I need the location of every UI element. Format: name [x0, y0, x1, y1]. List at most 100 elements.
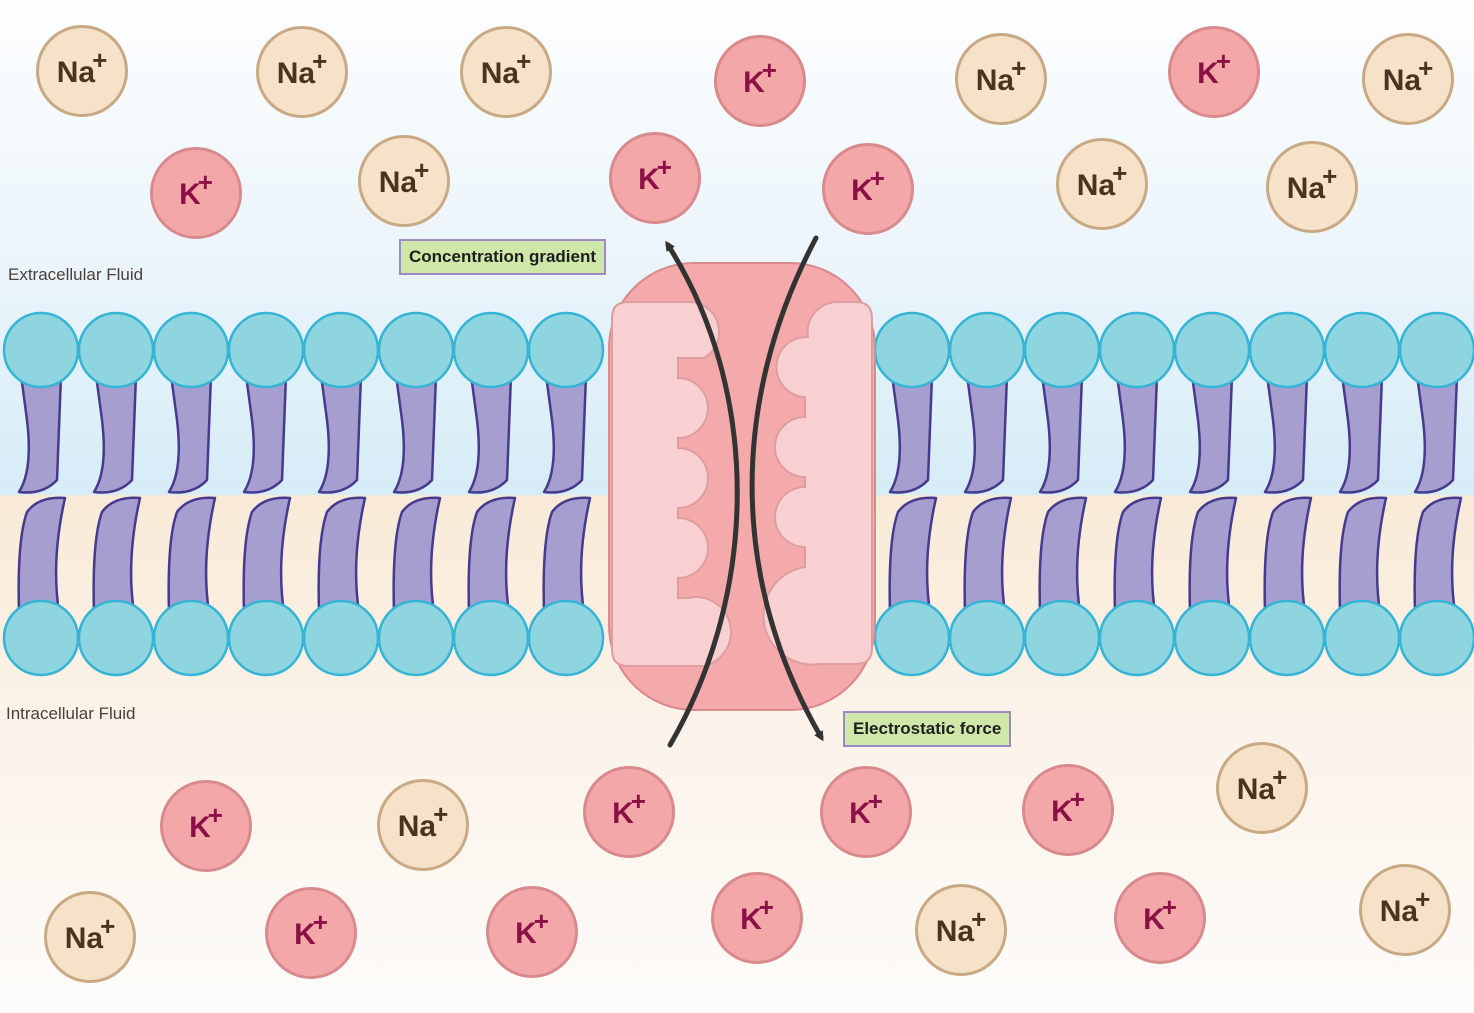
extracellular-fluid-label: Extracellular Fluid [8, 265, 144, 284]
ion-charge: + [312, 46, 328, 76]
ion-symbol: Na+ [39, 45, 125, 90]
lipid-tail-lower [963, 496, 1013, 614]
lipid-head-inner [377, 599, 455, 677]
ion-symbol: Na+ [918, 904, 1004, 949]
ion-symbol: Na+ [259, 46, 345, 91]
ion-symbol: K+ [1025, 784, 1111, 829]
ion-symbol: Na+ [463, 46, 549, 91]
lipid-tail-lower [317, 496, 367, 614]
lipid-tail-upper [1113, 373, 1159, 494]
lipid-head-inner [1323, 599, 1401, 677]
lipid-tail-upper [1263, 373, 1309, 494]
ion-element: Na [378, 166, 418, 199]
ion-charge: + [197, 167, 213, 197]
lipid-head-inner [527, 599, 605, 677]
ion-symbol: Na+ [1365, 53, 1451, 98]
ion-element: Na [1286, 172, 1326, 205]
lipid-tail-upper [242, 373, 288, 494]
ion-element: Na [397, 810, 437, 843]
ion-element: K [189, 811, 211, 844]
potassium-ion: K+ [1114, 872, 1206, 964]
ion-element: K [1143, 903, 1165, 936]
ion-element: K [1197, 57, 1219, 90]
lipid-head-inner [1173, 599, 1251, 677]
ion-element: K [179, 178, 201, 211]
ion-charge: + [414, 155, 430, 185]
ion-symbol: K+ [586, 786, 672, 831]
arrow-down-curved-icon [749, 235, 824, 742]
sodium-ion: Na+ [460, 26, 552, 118]
potassium-ion: K+ [711, 872, 803, 964]
ion-element: K [740, 903, 762, 936]
ion-element: Na [935, 915, 975, 948]
intracellular-fluid-label: Intracellular Fluid [6, 704, 136, 723]
potassium-channel-protein [608, 262, 876, 711]
ion-element: K [638, 163, 660, 196]
lipid-tail-upper [1038, 373, 1084, 494]
potassium-ion: K+ [583, 766, 675, 858]
lipid-head-outer [377, 311, 455, 389]
ion-symbol: Na+ [958, 53, 1044, 98]
ion-charge: + [869, 163, 885, 193]
lipid-head-inner [2, 599, 80, 677]
lipid-head-inner [452, 599, 530, 677]
sodium-ion: Na+ [955, 33, 1047, 125]
lipid-tail-upper [1413, 373, 1459, 494]
phospholipid-bilayer [2, 311, 1474, 677]
ion-element: K [849, 797, 871, 830]
lipid-tail-lower [888, 496, 938, 614]
ion-element: K [294, 918, 316, 951]
lipid-tail-lower [1113, 496, 1163, 614]
ion-symbol: K+ [1171, 46, 1257, 91]
ion-symbol: Na+ [1269, 161, 1355, 206]
ion-charge: + [656, 152, 672, 182]
lipid-head-outer [873, 311, 951, 389]
lipid-head-outer [1323, 311, 1401, 389]
ion-charge: + [1161, 892, 1177, 922]
lipid-head-inner [1098, 599, 1176, 677]
lipid-head-outer [1023, 311, 1101, 389]
ion-symbol: K+ [268, 907, 354, 952]
ion-charge: + [533, 906, 549, 936]
lipid-head-outer [1398, 311, 1474, 389]
channel-right-subunit [762, 301, 873, 666]
lipid-head-outer [1173, 311, 1251, 389]
sodium-ion: Na+ [377, 779, 469, 871]
ion-symbol: K+ [717, 55, 803, 100]
ion-symbol: K+ [825, 163, 911, 208]
ion-charge: + [516, 46, 532, 76]
lipid-tail-upper [167, 373, 213, 494]
ion-symbol: K+ [1117, 892, 1203, 937]
ion-symbol: K+ [612, 152, 698, 197]
sodium-ion: Na+ [915, 884, 1007, 976]
ion-element: Na [276, 57, 316, 90]
ion-element: Na [1236, 773, 1276, 806]
potassium-ion: K+ [265, 887, 357, 979]
ion-charge: + [312, 907, 328, 937]
ion-charge: + [1322, 161, 1338, 191]
potassium-ion: K+ [160, 780, 252, 872]
potassium-ion: K+ [1022, 764, 1114, 856]
ion-charge: + [433, 799, 449, 829]
ion-element: K [1051, 795, 1073, 828]
ion-symbol: Na+ [1219, 762, 1305, 807]
lipid-tail-upper [1188, 373, 1234, 494]
ion-element: K [612, 797, 634, 830]
lipid-head-outer [452, 311, 530, 389]
sodium-ion: Na+ [36, 25, 128, 117]
ion-charge: + [971, 904, 987, 934]
ion-element: Na [1382, 64, 1422, 97]
lipid-tail-upper [963, 373, 1009, 494]
ion-charge: + [761, 55, 777, 85]
ion-charge: + [1418, 53, 1434, 83]
potassium-ion: K+ [609, 132, 701, 224]
potassium-ion: K+ [150, 147, 242, 239]
lipid-head-outer [77, 311, 155, 389]
electrostatic-force-label: Electrostatic force [843, 711, 1012, 747]
ion-charge: + [1112, 158, 1128, 188]
lipid-tail-lower [542, 496, 592, 614]
ion-charge: + [1272, 762, 1288, 792]
ion-element: Na [975, 64, 1015, 97]
sodium-ion: Na+ [1216, 742, 1308, 834]
ion-charge: + [758, 892, 774, 922]
